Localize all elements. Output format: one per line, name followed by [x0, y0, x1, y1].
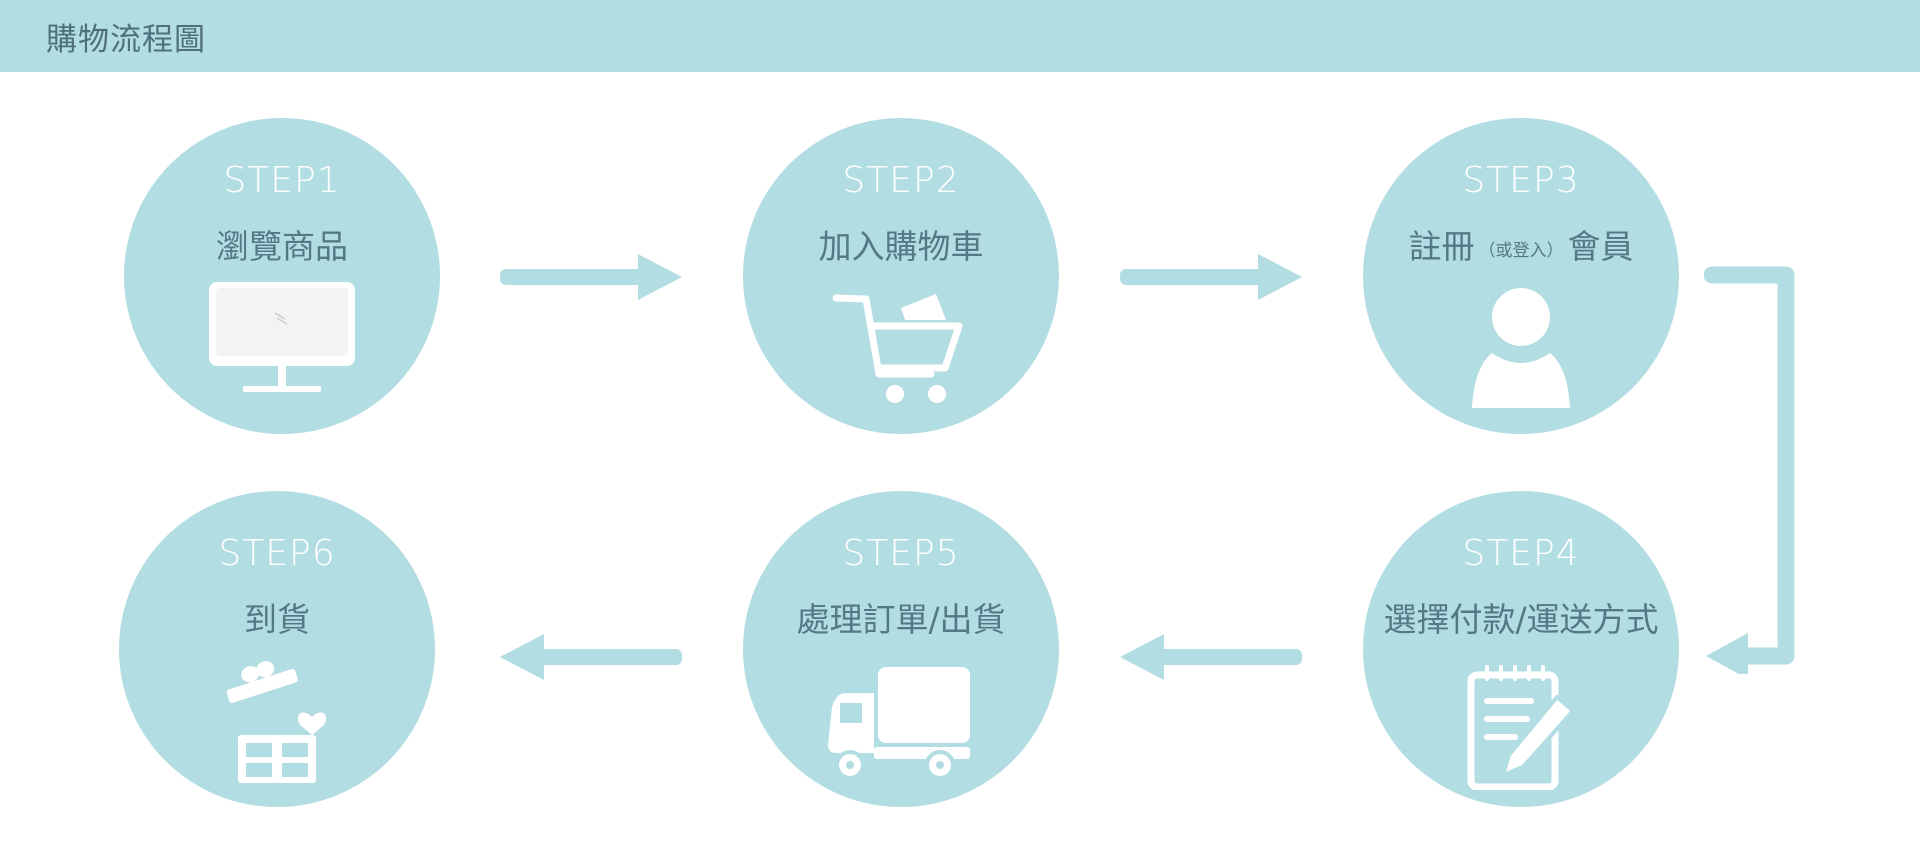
step-label: 處理訂單/出貨 — [796, 600, 1006, 639]
step-label: 加入購物車 — [818, 227, 984, 266]
step-4: STEP4 選擇付款/運送方式 — [1363, 491, 1679, 807]
step-label-note: （或登入） — [1478, 241, 1564, 261]
step-label: 選擇付款/運送方式 — [1383, 600, 1659, 639]
shopping-cart-icon — [832, 294, 963, 403]
truck-icon — [828, 667, 970, 780]
step-label: 註冊（或登入）會員 — [1363, 220, 1679, 268]
step-5: STEP5 處理訂單/出貨 — [743, 491, 1059, 807]
step-number: STEP6 — [218, 533, 336, 574]
step-6: STEP6 到貨 — [119, 491, 435, 807]
step-number: STEP2 — [842, 160, 960, 201]
connector-arrow-down-left-icon — [1704, 266, 1795, 674]
header-bar: 購物流程圖 — [0, 0, 1920, 72]
step-label: 瀏覽商品 — [216, 227, 348, 266]
arrow-left-icon — [500, 634, 682, 680]
arrow-left-icon — [1120, 634, 1302, 680]
step-label: 到貨 — [244, 600, 310, 639]
notepad-pencil-icon — [1467, 665, 1575, 790]
step-2: STEP2 加入購物車 — [743, 118, 1059, 434]
gift-box-icon — [226, 661, 327, 783]
monitor-icon — [209, 282, 355, 392]
page-title: 購物流程圖 — [46, 22, 206, 58]
arrow-right-icon — [500, 254, 682, 300]
step-label-main: 註冊 — [1408, 227, 1475, 266]
step-number: STEP4 — [1462, 533, 1580, 574]
step-number: STEP5 — [842, 533, 960, 574]
arrow-right-icon — [1120, 254, 1302, 300]
user-icon — [1472, 288, 1570, 408]
step-number: STEP1 — [223, 160, 341, 201]
step-label-main: 會員 — [1567, 227, 1634, 266]
step-3: STEP3 註冊（或登入）會員 — [1363, 118, 1679, 434]
step-1: STEP1 瀏覽商品 — [124, 118, 440, 434]
step-number: STEP3 — [1462, 160, 1580, 201]
